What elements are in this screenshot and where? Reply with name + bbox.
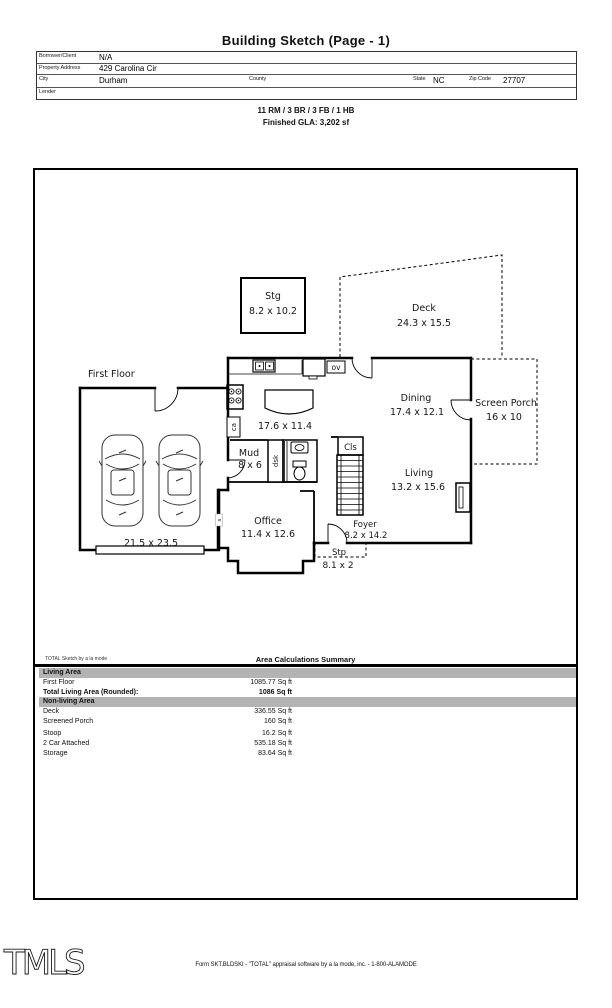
bath-block xyxy=(282,439,318,483)
screen-porch-label: Screen Porch xyxy=(475,398,537,409)
stove-icon xyxy=(226,384,244,410)
county-label: County xyxy=(249,76,267,82)
row-value: 83.64 Sq ft xyxy=(258,750,292,757)
row-value: 16.2 Sq ft xyxy=(262,729,292,737)
switch-box xyxy=(215,513,223,527)
row-label: 2 Car Attached xyxy=(43,739,90,747)
calc-row-storage: Storage 83.64 Sq ft xyxy=(39,749,576,758)
row-label: First Floor xyxy=(43,679,75,686)
kitchen-island xyxy=(264,389,314,415)
room-count-summary: 11 RM / 3 BR / 3 FB / 1 HB xyxy=(257,106,355,115)
lender-label: Lender xyxy=(39,89,56,95)
office-dims: 11.4 x 12.6 xyxy=(241,529,295,540)
property-address-value: 429 Carolina Cir xyxy=(99,64,157,73)
row-value: 1086 Sq ft xyxy=(258,688,292,696)
row-label: Deck xyxy=(43,708,59,715)
building-sketch-area: First Floor Stg 8.2 x 10.2 Deck 24.3 x 1… xyxy=(33,168,578,900)
dining-label: Dining xyxy=(401,393,432,404)
screen-porch-dims: 16 x 10 xyxy=(486,412,522,423)
foyer-label: Foyer xyxy=(353,520,377,530)
mud-label: Mud xyxy=(239,448,259,459)
car-icon-left xyxy=(98,434,147,527)
property-header-table: Borrower/Client N/A Property Address 429… xyxy=(36,51,577,100)
door-swings xyxy=(154,357,472,544)
stoop-dims: 8.1 x 2 xyxy=(322,561,353,571)
state-value: NC xyxy=(433,75,445,85)
foyer-dims: 8.2 x 14.2 xyxy=(345,531,388,541)
floor-plan-drawing: First Floor Stg 8.2 x 10.2 Deck 24.3 x 1… xyxy=(78,254,538,575)
city-value: Durham xyxy=(99,75,128,85)
gla-summary: Finished GLA: 3,202 sf xyxy=(262,118,350,127)
storage-room-outline xyxy=(240,277,306,334)
refrigerator-icon xyxy=(302,358,326,380)
deck-label: Deck xyxy=(412,303,436,314)
fireplace-icon xyxy=(455,482,471,513)
property-address-label: Property Address xyxy=(39,64,81,71)
dining-dims: 17.4 x 12.1 xyxy=(390,407,444,418)
stoop-label: Stp xyxy=(332,548,346,558)
row-label: Stoop xyxy=(43,729,62,737)
closet-label: Cls xyxy=(344,443,357,453)
car-icon-right xyxy=(155,434,204,527)
toilet-icon xyxy=(292,460,307,481)
calc-row-deck: Deck 336.55 Sq ft xyxy=(39,707,576,716)
row-label: Total Living Area (Rounded): xyxy=(43,688,139,696)
city-label: City xyxy=(39,76,49,82)
calc-row-first-floor: First Floor 1085.77 Sq ft xyxy=(39,678,576,687)
deck-dims: 24.3 x 15.5 xyxy=(397,318,451,329)
kitchen-counter xyxy=(229,360,303,375)
floor-label: First Floor xyxy=(88,369,135,380)
staircase-icon xyxy=(336,454,364,516)
row-label: Screened Porch xyxy=(43,718,94,725)
oven-label: ov xyxy=(331,363,341,372)
deck-outline xyxy=(339,254,503,357)
zip-value: 27707 xyxy=(503,75,526,85)
cabinet-box xyxy=(226,416,241,438)
borrower-value: N/A xyxy=(99,52,113,62)
row-value: 535.18 Sq ft xyxy=(254,739,292,747)
row-value: 336.55 Sq ft xyxy=(254,708,292,715)
stg-dims: 8.2 x 10.2 xyxy=(249,306,297,317)
mud-dims: 8 x 6 xyxy=(238,460,262,471)
row-value: 160 Sq ft xyxy=(263,718,292,725)
kitchen-dims: 17.6 x 11.4 xyxy=(258,421,312,432)
desk-label: dsk xyxy=(272,454,280,467)
kitchen-sink-icon xyxy=(252,359,276,373)
state-label: State xyxy=(413,76,426,82)
row-city-state-zip: City Durham County State NC Zip Code 277… xyxy=(37,75,576,88)
bath-sink-icon xyxy=(290,441,309,454)
office-label: Office xyxy=(254,516,282,527)
stg-label: Stg xyxy=(265,291,281,302)
calc-row-2-car-attached: 2 Car Attached 535.18 Sq ft xyxy=(39,739,576,748)
calc-row-screened-porch: Screened Porch 160 Sq ft xyxy=(39,717,576,726)
calc-row-stoop: Stoop 16.2 Sq ft xyxy=(39,729,576,738)
row-value: 1085.77 Sq ft xyxy=(250,679,292,686)
tmls-logo-text: TMLS xyxy=(3,943,84,983)
row-property-address: Property Address 429 Carolina Cir xyxy=(37,64,576,75)
page-title: Building Sketch (Page - 1) xyxy=(221,33,391,48)
area-calc-divider xyxy=(35,664,576,667)
area-calc-title: Area Calculations Summary xyxy=(255,655,356,664)
tmls-logo: TMLS xyxy=(3,943,88,983)
nonliving-area-header: Non-living Area xyxy=(39,697,576,707)
calc-row-total-living: Total Living Area (Rounded): 1086 Sq ft xyxy=(39,688,576,697)
form-id-line: Form SKT.BLDSKI - "TOTAL" appraisal soft… xyxy=(195,962,417,968)
row-borrower: Borrower/Client N/A xyxy=(37,52,576,64)
garage-dims: 21.5 x 23.5 xyxy=(124,538,178,549)
switch-label: s xyxy=(217,518,223,521)
oven-box xyxy=(326,360,346,374)
borrower-label: Borrower/Client xyxy=(39,53,77,59)
living-dims: 13.2 x 15.6 xyxy=(391,482,445,493)
living-label: Living xyxy=(405,468,433,479)
cabinet-label: ca xyxy=(230,423,238,431)
zip-label: Zip Code xyxy=(469,76,491,82)
sketch-watermark: TOTAL Sketch by a la mode xyxy=(45,656,108,662)
row-label: Storage xyxy=(43,750,68,757)
row-lender: Lender xyxy=(37,88,576,99)
living-area-header: Living Area xyxy=(39,668,576,678)
screen-porch-outline xyxy=(471,358,538,465)
garage-door xyxy=(95,545,205,555)
